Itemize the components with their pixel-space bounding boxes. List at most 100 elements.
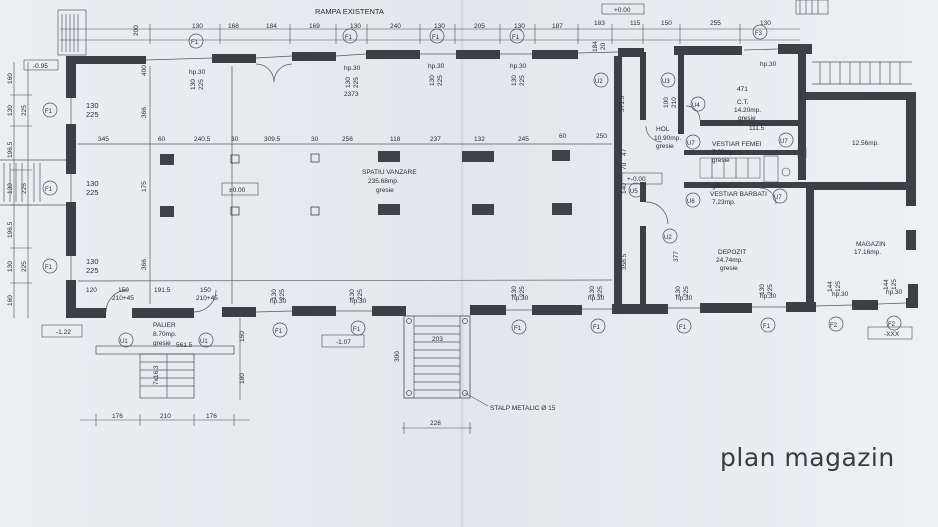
int-dim-2: 60 [158,136,166,143]
room-vestiar-barbati-name: VESTIAR BARBATI [710,191,767,198]
room-palier-area: 8.70mp. [153,331,177,338]
room-palier-finish: gresie [153,340,171,347]
top-window-labels: hp.30 130 225 hp.30 130 225 hp.30 130 22… [189,41,777,90]
left-dim-1: 160 [7,73,14,84]
int-dim-9: 237 [430,136,441,143]
bot-h-1: 225 [279,289,286,300]
left-dim-9: 225 [21,261,28,272]
top-dim-11: 183 [594,20,605,27]
structural-columns [160,150,572,217]
doors [105,63,777,313]
dim-400: 400 [141,65,148,76]
tag-f1-left-3: F1 [45,265,53,271]
hp-bottom-7: hp.30 [832,291,849,298]
top-dim-15: 130 [760,20,771,27]
hp-bottom-8: hp.30 [886,289,903,296]
tag-f2-bot-2: F2 [888,322,896,328]
dim-366-bottom: 366 [141,259,148,270]
room-sales-area: 235.68mp. [368,178,399,185]
left-win-h-1: 225 [86,110,99,119]
tag-u5: U5 [630,189,638,195]
int-dim-12: 60 [559,133,567,140]
bot-w-2: 130 [349,289,356,300]
bottom-dim-150-b: 150 [200,287,211,294]
top-dim-6: 240 [390,23,401,30]
bot-w-5: 130 [675,286,682,297]
top-h-2: 225 [353,77,360,88]
tag-f2-bot-1: F2 [830,323,838,329]
dim-371-5: 371.5 [619,95,626,112]
int-dim-6: 30 [311,136,319,143]
bot-h-3: 225 [519,286,526,297]
metal-column-label: STALP METALIC Ø 15 [490,405,556,412]
hp-bottom-5: hp.30 [676,295,693,302]
tag-f1-top-3: F1 [432,35,440,41]
int-dim-3: 240.5 [194,136,211,143]
stair-dim-210: 210 [160,413,171,420]
hp-label-2: hp.30 [344,65,361,72]
bot-h-6: 225 [767,284,774,295]
hp-label-3: hp.30 [428,63,445,70]
tag-f1-bot-5: F1 [593,325,601,331]
int-dim-13: 250 [596,133,607,140]
stair-steps-label: 7x16.3 [153,365,160,385]
tag-u1-1: U1 [120,339,128,345]
int-dim-11: 245 [518,136,529,143]
left-dim-8: 130 [7,261,14,272]
stair-dim-228: 228 [430,420,441,427]
bot-w-3: 130 [511,286,518,297]
room-labels: SPATIU VANZARE 235.68mp. gresie PALIER 8… [153,99,886,347]
room-depozit-area: 24.74mp. [716,257,743,264]
sanitary-fixtures [699,147,807,183]
hp-label-1: hp.30 [189,69,206,76]
int-dim-7: 256 [342,136,353,143]
bottom-dim-300: 300 [394,351,401,362]
room-vestiar-femei-finish: gresie [712,157,730,164]
dim-47: 47 [621,148,628,156]
left-dim-6: 225 [21,183,28,194]
top-left-ramp [57,9,87,56]
left-win-w-1: 130 [86,101,99,110]
tag-f1-bot-7: F1 [763,324,771,330]
tag-f1-top-4: F1 [512,35,520,41]
room-hol-area: 10.90mp. [654,135,681,142]
bot-w-4: 130 [589,286,596,297]
bottom-dim-191-5: 191.5 [154,287,171,294]
dim-358-5: 358.5 [621,253,628,270]
hp-label-4: hp.30 [510,63,527,70]
top-dim-14: 255 [710,20,721,27]
top-window-tags: F1 F1 F1 F1 F3 U2 U3 U4 U5 U6 U7 U7 U7 U… [188,24,794,244]
left-window-tags: F1 F1 F1 130 225 130 225 130 225 [42,101,99,275]
top-dim-8: 205 [474,23,485,30]
hp-bottom-1: hp.30 [270,298,287,305]
hp-bottom-3: hp.30 [512,295,529,302]
int-dim-1: 345 [98,136,109,143]
top-dim-5: 130 [350,23,361,30]
tag-u7-1: U7 [687,141,695,147]
top-dimension-chain: 130 168 184 169 130 240 130 205 130 187 … [60,7,800,44]
entrance-size-2: 210+45 [196,295,218,302]
room-vestiar-barbati-area: 7.23mp. [712,199,736,206]
tag-f3-top: F3 [755,31,763,37]
top-h-3: 225 [437,75,444,86]
dim-210: 210 [671,97,678,108]
stair-dim-176-a: 176 [112,413,123,420]
interior-dimension-row: 345 60 240.5 30 309.5 30 256 118 237 132… [98,65,765,270]
top-dim-4: 169 [309,23,320,30]
level-xxx: -XXX [884,331,900,338]
hp-bottom-2: hp.30 [350,298,367,305]
level-minus-122: -1.22 [56,329,71,336]
plan-title: plan magazin [720,443,895,472]
bottom-dim-150-c: 150 [239,331,246,342]
room-vestiar-femei-area: 7.09mp. [712,149,736,156]
central-stair: STALP METALIC Ø 15 228 [402,315,556,434]
left-dimension-chain: 160 130 225 196.5 130 225 196.5 130 225 … [7,62,32,318]
dim-2373: 2373 [344,91,359,98]
top-h-1: 225 [198,79,205,90]
bottom-dim-180: 180 [239,373,246,384]
dim-175: 175 [141,181,148,192]
tag-u7-2: U7 [780,139,788,145]
top-dim-3: 184 [266,23,277,30]
left-dim-10: 160 [7,295,14,306]
tag-f1-left-1: F1 [45,109,53,115]
